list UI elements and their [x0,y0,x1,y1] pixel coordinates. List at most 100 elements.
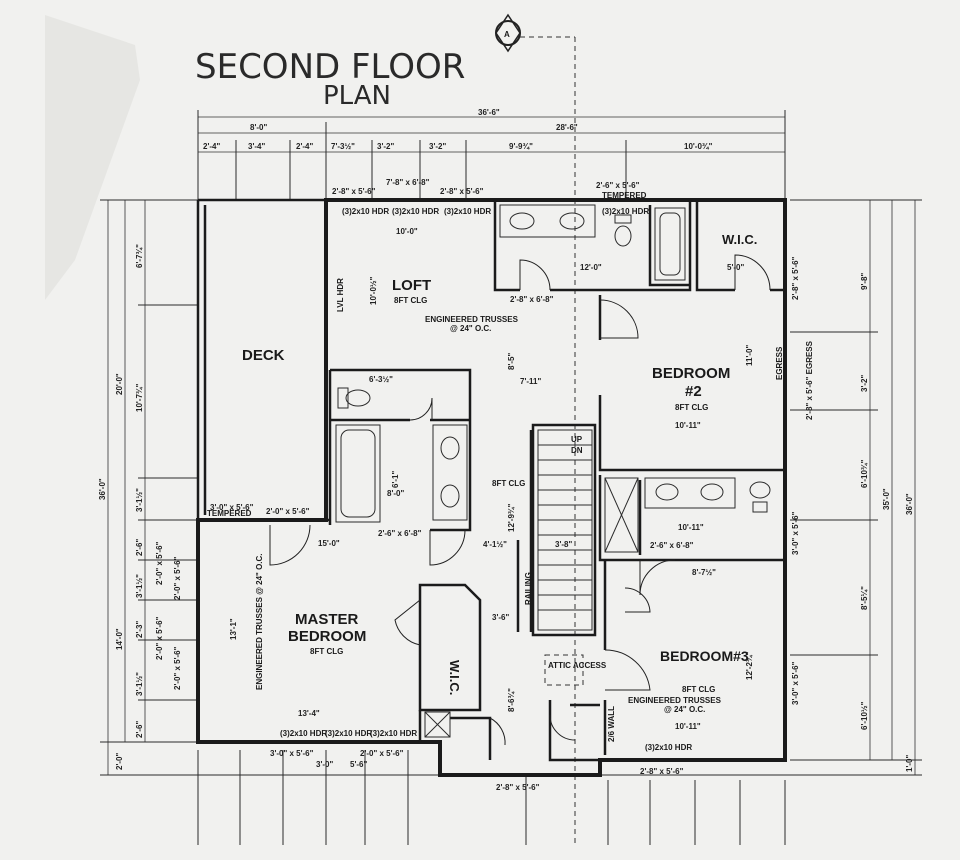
room-bedroom-2-num: #2 [685,383,702,400]
win-right-3: 3'-0" x 5'-6" [791,661,800,705]
dims-loft-h: 10'-0½" [369,276,378,305]
bedroom-3-trusses-oc: @ 24" O.C. [664,705,705,714]
paper-fold [45,15,140,300]
loft-trusses-oc: @ 24" O.C. [450,324,491,333]
stair-up: UP [571,435,583,444]
dims-hall-h2: 8'-6¾" [507,688,516,712]
dim-right-seg-1: 9'-8" [860,273,869,290]
interior-dimensions: 10'-0" 10'-0½" 12'-0" 5'-0" 10'-11" 11'-… [210,227,754,731]
dims-wic-w: 5'-0" [727,263,744,272]
dim-top-seg-3: 2'-4" [296,142,313,151]
win-top-4: 2'-6" x 5'-6" [596,181,640,190]
win-top-2: 7'-8" x 6'-8" [386,178,430,187]
dim-top-overall: 36'-6" [478,108,500,117]
dim-left-overall: 36'-0" [98,478,107,500]
fixtures [335,204,771,738]
dims-mb-bath-top: 6'-3½" [369,375,393,384]
door-bottom: 2'-8" x 5'-6" [496,783,540,792]
dim-left-14: 14'-0" [115,628,124,650]
win-left-2: 2'-0" x 5'-6" [155,616,164,660]
dim-top-seg-6: 3'-2" [429,142,446,151]
dims-b2-w: 10'-11" [675,421,701,430]
room-deck: DECK [242,347,285,364]
deck-outline [196,198,326,520]
dims-mb-bath-h: 6'-1" [391,471,400,488]
dim-right-seg-4: 8'-5¼" [860,586,869,610]
dim-right-1: 1'-0" [905,755,914,772]
door-swings [269,254,771,746]
dim-left-seg-2: 10'-7¾" [135,383,144,412]
dim-left-seg-1: 6'-7¾" [135,244,144,268]
attic-access: ATTIC ACCESS [548,661,607,670]
master-trusses: ENGINEERED TRUSSES @ 24" O.C. [255,553,264,690]
bedroom-3-ceiling: 8FT CLG [682,685,715,694]
dims-loft-w: 10'-0" [396,227,418,236]
dim-top-seg-5: 3'-2" [377,142,394,151]
master-ceiling: 8FT CLG [310,647,343,656]
dim-left-seg-8: 2'-6" [135,721,144,738]
dim-left-seg-5: 3'-1½" [135,574,144,598]
dim-top-left: 8'-0" [250,123,267,132]
dim-right-seg-2: 3'-2" [860,375,869,392]
hdr-bottom-1: (3)2x10 HDR [280,729,327,738]
dims-b3-h: 12'-2¾" [745,651,754,680]
win-bottom-1: 3'-0" x 5'-6" [270,749,314,758]
win-bottom-4: 5'-6" [350,760,367,769]
win-top-3: 2'-8" x 5'-6" [440,187,484,196]
dim-right-35: 35'-0" [882,488,891,510]
dim-top-seg-1: 2'-4" [203,142,220,151]
plan-subtitle: PLAN [323,81,391,111]
loft-ceiling: 8FT CLG [394,296,427,305]
bedroom-3-trusses: ENGINEERED TRUSSES [628,696,722,705]
dim-top-right: 28'-6" [556,123,578,132]
room-loft: LOFT [392,277,431,294]
dims-b3-w: 10'-11" [675,722,701,731]
win-right-1: 2'-8" x 5'-6" [791,256,800,300]
dims-b3-door: 2'-6" x 6'-8" [650,541,694,550]
left-dimensions: 36'-0" 20'-0" 14'-0" 2'-0" 6'-7¾" 10'-7¾… [98,199,440,776]
win-bottom-2: 2'-0" x 5'-6" [360,749,404,758]
top-dimensions: 36'-6" 8'-0" 28'-6" 2'-4" 3'-4" 2'-4" 7'… [197,108,786,200]
dims-master-h: 13'-1" [229,618,238,640]
win-left-3: 2'-0" x 5'-6" [173,556,182,600]
hdr-bottom-3: (3)2x10 HDR [370,729,417,738]
dims-hall-w: 7'-11" [520,377,541,386]
win-bottom-3: 3'-0" [316,760,333,769]
tempered-master: TEMPERED [207,509,252,518]
loft-trusses: ENGINEERED TRUSSES [425,315,519,324]
egress-note: EGRESS [775,346,784,380]
interior-walls [198,200,785,762]
dims-hall-seg: 4'-1½" [483,540,507,549]
win-left-4: 2'-0" x 5'-6" [173,646,182,690]
dims-deck-win: 3'-0" x 5'-6" [210,503,254,512]
right-dimensions: 36'-0" 35'-0" 1'-0" 9'-8" 3'-2" 6'-10¾" … [600,199,922,776]
dim-top-seg-7: 9'-9¾" [509,142,533,151]
dim-top-seg-2: 3'-4" [248,142,265,151]
dims-b3-hall: 8'-7½" [692,568,716,577]
hdr-top-1: (3)2x10 HDR [342,207,389,216]
dim-left-seg-4: 2'-6" [135,539,144,556]
room-wic-top: W.I.C. [722,232,757,247]
win-right-2: 3'-0" x 5'-6" [791,511,800,555]
win-top-1: 2'-8" x 5'-6" [332,187,376,196]
dim-left-seg-7: 3'-1½" [135,672,144,696]
room-master: MASTER [295,611,359,628]
dim-left-seg-6: 2'-3" [135,621,144,638]
dims-mb-bath-w: 8'-0" [387,489,404,498]
room-wic-master: W.I.C. [447,660,462,695]
dims-stairs-w: 3'-8" [555,540,572,549]
dim-top-seg-4: 7'-3½" [331,142,355,151]
hdr-bottom-2: (3)2x10 HDR [325,729,372,738]
stair-dn: DN [571,446,583,455]
dims-bath-w: 12'-0" [580,263,602,272]
hall-ceiling: 8FT CLG [492,479,525,488]
dims-hall-w2: 3'-6" [492,613,509,622]
dims-master-w: 13'-4" [298,709,320,718]
north-arrow-label: A [504,30,510,39]
wall-2-6: 2/6 WALL [607,706,616,742]
bedroom-2-ceiling: 8FT CLG [675,403,708,412]
lvl-header: LVL HDR [336,278,345,312]
egress-window: 2'-8" x 5'-6" EGRESS [805,340,814,420]
dim-right-seg-3: 6'-10¾" [860,459,869,488]
